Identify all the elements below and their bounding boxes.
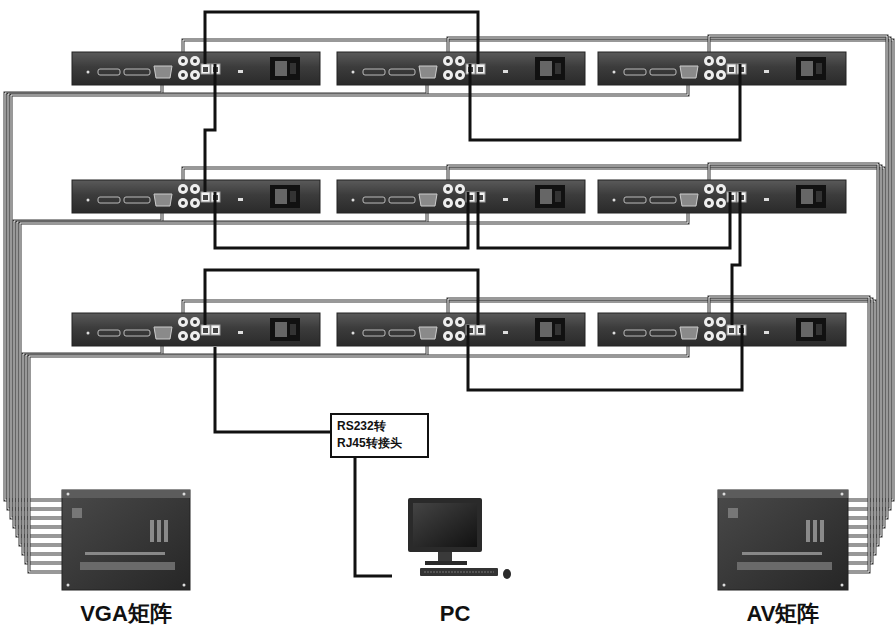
node-label: AV矩阵 <box>745 601 822 627</box>
display-back-panel <box>598 52 846 85</box>
av-vga-cable-core <box>183 40 893 500</box>
pc-node: PC <box>392 495 518 630</box>
vga-matrix-unit <box>62 490 190 590</box>
av-vga-cable <box>14 213 162 527</box>
pc-computer <box>408 498 511 579</box>
display-back-panel <box>598 180 846 213</box>
serial-cable <box>470 64 740 140</box>
serial-cable <box>215 347 330 432</box>
display-back-panel <box>337 52 585 85</box>
serial-cable <box>468 325 742 390</box>
signal-cables <box>5 36 893 572</box>
serial-cable <box>732 192 740 325</box>
serial-cable <box>205 270 478 325</box>
serial-cable <box>355 458 392 576</box>
serial-cable <box>205 64 215 192</box>
node-label: RS232转 RJ45转接头 <box>337 418 421 452</box>
display-back-panel <box>598 313 846 346</box>
vga-matrix: VGA矩阵 <box>52 485 200 630</box>
av-vga-cable <box>709 36 887 518</box>
av-matrix: AV矩阵 <box>708 485 858 630</box>
serial-cable <box>478 192 730 248</box>
av-vga-cable-core <box>17 213 427 536</box>
display-back-panel <box>72 313 320 346</box>
display-back-panel <box>337 313 585 346</box>
display-panels <box>72 52 846 346</box>
node-label: PC <box>438 601 473 627</box>
av-matrix-unit <box>718 490 848 590</box>
av-vga-cable <box>8 85 427 509</box>
serial-cable <box>205 12 478 64</box>
av-vga-cable <box>17 213 427 536</box>
av-vga-cable-core <box>709 36 887 518</box>
node-label: VGA矩阵 <box>78 601 174 627</box>
av-vga-cable-core <box>14 213 162 527</box>
av-vga-cable-core <box>8 85 427 509</box>
av-vga-cable <box>448 38 890 509</box>
control-cables <box>205 12 742 390</box>
av-vga-cable <box>709 164 878 545</box>
av-vga-cable-core <box>448 38 890 509</box>
av-vga-cable <box>183 40 893 500</box>
display-back-panel <box>337 180 585 213</box>
display-back-panel <box>72 52 320 85</box>
serial-cable <box>215 192 468 248</box>
display-back-panel <box>72 180 320 213</box>
av-vga-cable-core <box>709 164 878 545</box>
adapter-box: RS232转 RJ45转接头 <box>330 413 429 458</box>
